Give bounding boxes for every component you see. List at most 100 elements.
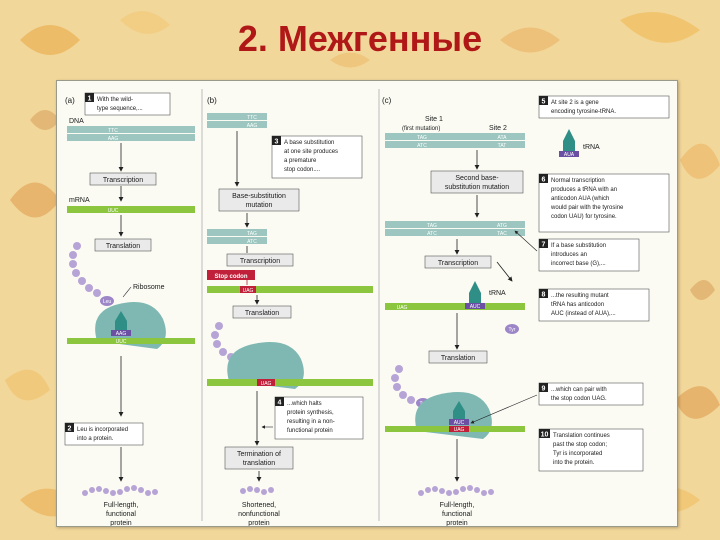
dna-c1-bottom-codon: ATC: [417, 143, 427, 149]
process-transcription-b-label: Transcription: [240, 258, 280, 265]
mrna-b2-strand: [207, 379, 373, 386]
callout-1-line-1: With the wild-: [97, 97, 133, 103]
callout-7-line-1: If a base substitution: [551, 243, 606, 249]
callout-3-line-4: stop codon....: [284, 167, 320, 173]
callout-8-line-3: AUC (instead of AUA),...: [551, 311, 616, 317]
callout-3-line-1: A base substitution: [284, 140, 334, 146]
anticodon-a-box: [111, 330, 131, 336]
callout-3-line-2: at one site produces: [284, 149, 338, 155]
callout-6-line-4: would pair with the tyrosine: [550, 205, 624, 211]
dna-b-bottom: [207, 121, 267, 128]
callout-2: [64, 422, 144, 446]
panel-label-a: (a): [65, 96, 75, 105]
step-badge-8: [539, 289, 548, 298]
dna-c2-bottom-codon: TAT: [498, 143, 507, 149]
diagram-canvas: (a) (b) (c) 1 With the wild- type sequen…: [64, 89, 670, 526]
step-number-9: 9: [542, 386, 546, 393]
arrow-c4: [496, 261, 513, 282]
mrna-a-strand: [67, 206, 195, 213]
mrna-label: mRNA: [69, 197, 90, 204]
trna-mutant-label: tRNA: [489, 290, 506, 297]
mrna-b2-stop-box: [257, 379, 275, 386]
mrna-b-strand: [207, 286, 373, 293]
dna-b-top-codon: TTC: [247, 115, 257, 121]
short-protein-b: [240, 486, 274, 495]
anticodon-c2-box: [449, 419, 469, 425]
mrna-b2-codon: UAG: [261, 381, 272, 387]
ribosome-b: [227, 342, 304, 389]
process-translation-a: [94, 238, 152, 252]
dna-a-top-codon: TTC: [108, 128, 118, 134]
dna-b2-bottom-codon: ATC: [247, 239, 257, 245]
step-number-10: 10: [541, 432, 549, 439]
anticodon-aua-box: [559, 151, 579, 157]
mrna-a-ribosome-codon: UUC: [116, 339, 127, 345]
dna-strand-bottom: [67, 134, 195, 141]
mrna-a-ribosome-strand: [67, 338, 195, 344]
dna-c1-top: [385, 133, 525, 140]
callout-4-line-4: functional protein: [287, 428, 333, 434]
process-termination-line-2: translation: [243, 460, 275, 467]
mrna-a-codon: UUC: [108, 208, 119, 214]
site1-label: Site 1: [425, 116, 443, 123]
callout-7: [538, 238, 640, 272]
callout-3: [271, 135, 363, 179]
mrna-c-strand: [385, 303, 525, 310]
ribosome-pointer: [122, 286, 132, 298]
process-translation-c: [428, 350, 488, 364]
first-mutation-label: (first mutation): [402, 126, 440, 132]
dna-b2-top-codon: TAG: [247, 231, 257, 237]
anticodon-a: AAG: [116, 331, 127, 337]
callout-10-line-2: past the stop codon;: [553, 442, 607, 448]
process-transcription-a-label: Transcription: [103, 177, 143, 184]
callout-4: [274, 396, 364, 440]
outcome-c-line-3: protein: [446, 520, 468, 526]
dna-a-bottom-codon: AAG: [108, 136, 119, 142]
step-number-5: 5: [542, 99, 546, 106]
site2-label: Site 2: [489, 125, 507, 132]
callout-7-pointer: [514, 230, 538, 252]
mrna-c2-codon: UAG: [454, 427, 465, 433]
process-termination-line-1: Termination of: [237, 451, 281, 458]
process-base-sub: [218, 188, 300, 212]
callout-7-line-3: incorrect base (G),...: [551, 261, 606, 267]
trna-normal: [563, 129, 575, 151]
dna-b-bottom-codon: AAG: [247, 123, 258, 129]
process-transcription-c-label: Transcription: [438, 260, 478, 267]
dna-c4-top-codon: ATG: [497, 223, 507, 229]
ribosome-label: Ribosome: [133, 284, 165, 291]
step-number-8: 8: [542, 292, 546, 299]
trna-a: [115, 311, 127, 331]
process-transcription-c: [424, 255, 492, 269]
step-number-3: 3: [275, 139, 279, 146]
slide-title: 2. Межгенные: [237, 18, 483, 59]
callout-5: [538, 95, 670, 119]
step-badge-5: [539, 96, 548, 105]
anticodon-aua: AUA: [564, 152, 575, 158]
callout-6-line-1: Normal transcription: [551, 178, 605, 184]
stop-codon-label: Stop codon: [215, 274, 248, 280]
callout-4-line-1: ...which halts: [287, 401, 322, 407]
ribosome-a: [95, 302, 166, 349]
outcome-a-line-2: functional: [106, 511, 136, 518]
process-translation-b: [232, 305, 292, 319]
anticodon-c2: AUC: [454, 420, 465, 426]
polypeptide-chain-c: [391, 365, 415, 404]
step-badge-9: [539, 383, 548, 392]
callout-10-line-3: Tyr is incorporated: [553, 451, 602, 457]
dna-c2-top-codon: ATA: [498, 135, 508, 141]
dna-label: DNA: [69, 118, 84, 125]
mrna-c2-stop-box: [449, 426, 469, 432]
callout-6: [538, 173, 670, 233]
callout-9-pointer: [470, 394, 538, 424]
polypeptide-chain-a: [69, 242, 101, 297]
tyr-label: Tyr: [509, 327, 516, 333]
process-transcription-a: [89, 172, 157, 186]
process-second-sub-line-2: substitution mutation: [445, 184, 509, 191]
callout-6-line-3: anticodon AUA (which: [551, 196, 609, 202]
full-protein-a: [82, 485, 158, 496]
dna-c3-top-codon: TAG: [427, 223, 437, 229]
outcome-b-line-2: nonfunctional: [238, 511, 280, 518]
dna-c3-bottom-codon: ATC: [427, 231, 437, 237]
panel-label-c: (c): [382, 96, 392, 105]
